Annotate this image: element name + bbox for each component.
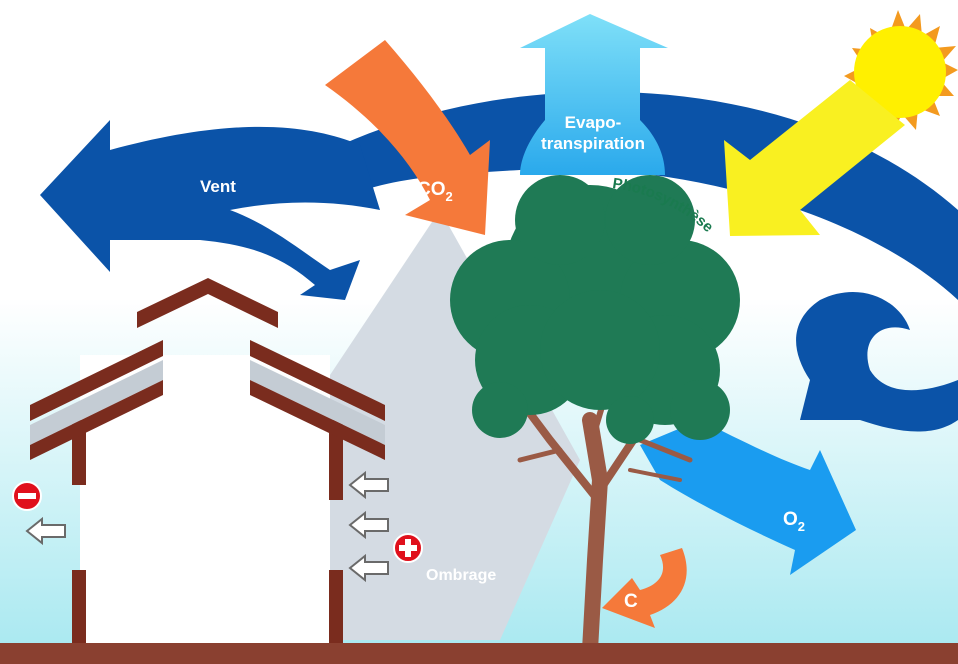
ombrage-label: Ombrage [426,567,496,584]
heat-loss-arrow-icon [25,516,66,546]
co2-label: CO2 [417,179,453,204]
wind-curl-right [796,210,958,432]
o2-label: O2 [783,509,805,534]
house [30,278,385,643]
ground [0,643,958,664]
vent-arrow [40,120,380,300]
evapotranspiration-arrow [520,14,668,175]
carbon-label: C [624,591,638,612]
tree-crown [450,175,740,444]
heat-arrow-icon [348,470,389,583]
evapo-label-line1: Evapo- [565,113,622,132]
shade-area [300,210,580,640]
vent-label: Vent [200,177,236,196]
sunlight-arrow [724,80,905,236]
evapo-label-line2: transpiration [541,134,645,153]
carbon-arrow [602,548,687,628]
plus-icon [393,533,423,563]
minus-icon [12,481,42,511]
co2-arrow [325,40,490,235]
o2-arrow [640,420,856,575]
